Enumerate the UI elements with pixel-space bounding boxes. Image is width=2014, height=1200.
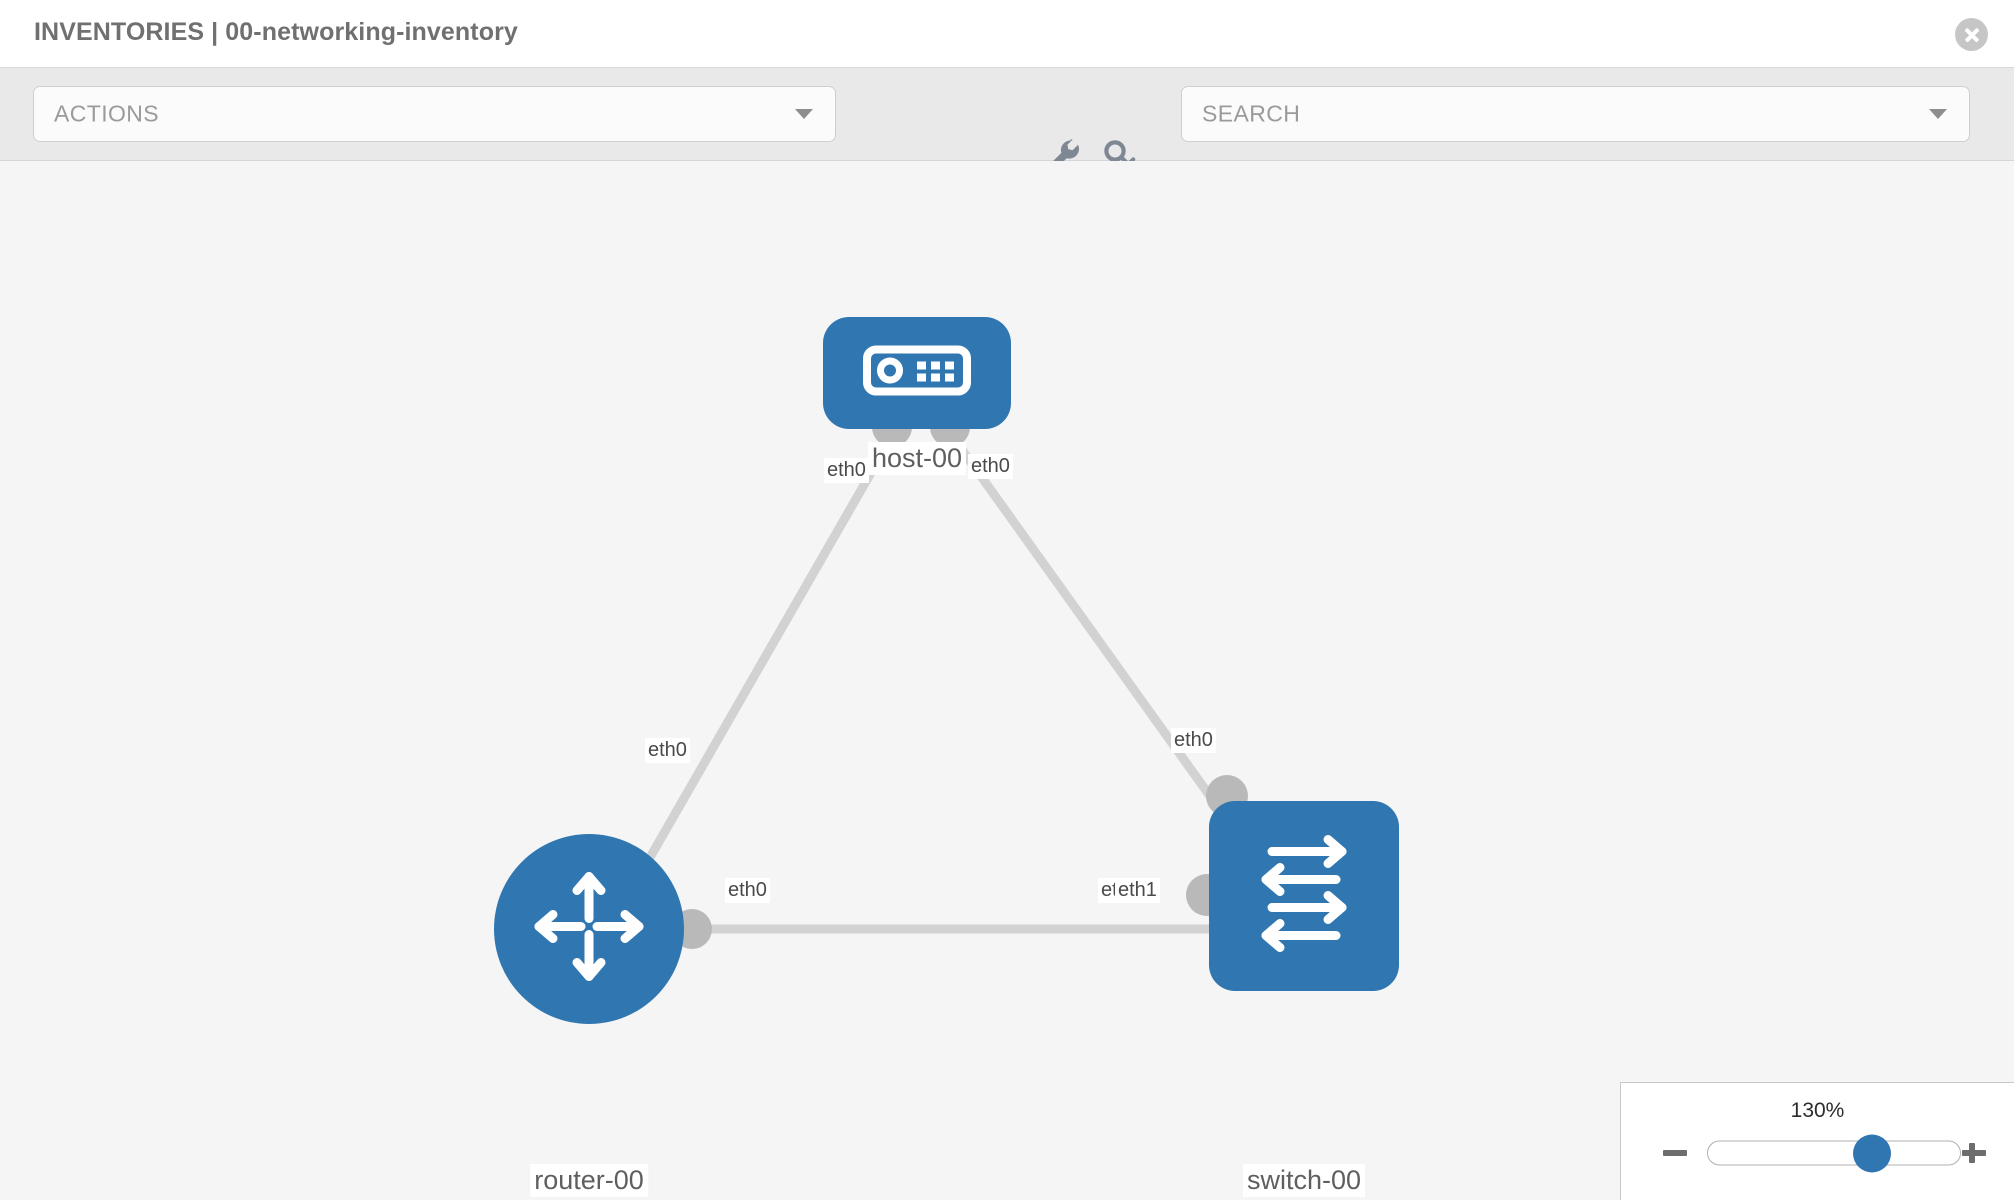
actions-dropdown-label: ACTIONS [54,100,160,127]
node-router-00-shape [494,834,684,1024]
zoom-control-panel: 130% [1620,1082,2014,1200]
switch-icon [1242,832,1366,961]
iface-label-switch-uplink: eth0 [1171,728,1216,753]
page-title: INVENTORIES | 00-networking-inventory [34,18,518,46]
chevron-down-icon[interactable] [795,109,813,119]
iface-label-router-uplink: eth0 [645,738,690,763]
zoom-level-value: 130% [1790,1099,1845,1122]
minus-icon [1663,1150,1687,1156]
zoom-in-button[interactable] [1960,1139,1988,1167]
iface-label-switch-left-eth1: eth1 [1115,878,1160,903]
topology-links [621,428,1239,934]
zoom-slider[interactable] [1707,1134,1961,1172]
node-host-00[interactable] [823,317,1011,429]
actions-dropdown[interactable]: ACTIONS [33,86,836,142]
node-router-00[interactable] [494,834,684,1024]
topology-canvas[interactable]: host-00 router-00 switch-00 eth0 eth0 et… [0,161,2014,1200]
node-switch-00-shape [1209,801,1399,991]
link-router-host [621,428,899,904]
toolbar: ACTIONS SEARCH [0,68,2014,173]
router-icon [529,867,649,992]
page-header: INVENTORIES | 00-networking-inventory [0,0,2014,68]
plus-icon-vertical [1969,1143,1975,1163]
node-switch-00[interactable] [1209,801,1399,991]
iface-label-router-right: eth0 [725,878,770,903]
iface-label-host-right: eth0 [968,454,1013,479]
zoom-slider-thumb[interactable] [1852,1134,1891,1172]
node-label-switch-00: switch-00 [1242,1164,1366,1197]
node-label-router-00: router-00 [530,1164,648,1197]
close-icon[interactable] [1955,18,1988,51]
link-host-switch [946,430,1239,834]
search-input[interactable]: SEARCH [1181,86,1970,142]
zoom-out-button[interactable] [1661,1139,1689,1167]
server-icon [863,345,971,401]
node-label-host-00: host-00 [867,442,967,475]
iface-label-host-left: eth0 [824,458,869,483]
search-input-placeholder: SEARCH [1202,100,1301,127]
chevron-down-icon[interactable] [1929,109,1947,119]
node-host-00-shape [823,317,1011,429]
